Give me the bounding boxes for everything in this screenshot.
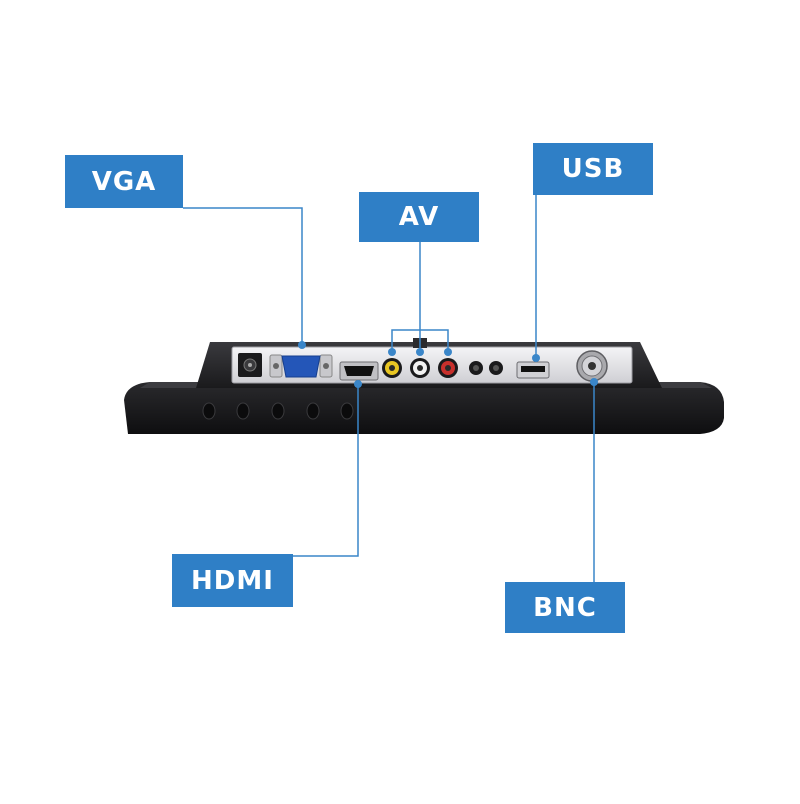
- leader-lines: [183, 195, 595, 582]
- hdmi-label: HDMI: [172, 554, 293, 607]
- vga-label: VGA: [65, 155, 183, 208]
- vga-leader: [183, 207, 303, 345]
- av-red-port: [438, 358, 458, 378]
- front-buttons: [202, 402, 354, 420]
- usb-label: USB: [533, 143, 653, 195]
- av-label: AV: [359, 192, 479, 242]
- vga-port: [269, 354, 333, 378]
- av-yellow-port: [382, 358, 402, 378]
- audio-jack-1: [469, 361, 483, 375]
- hdmi-leader: [293, 384, 359, 557]
- bnc-port: [576, 350, 608, 382]
- leader-dots: [298, 341, 598, 388]
- dc-power-port: [238, 353, 262, 377]
- audio-jack-2: [489, 361, 503, 375]
- monitor-body: [124, 382, 724, 434]
- usb-port: [516, 361, 550, 379]
- hdmi-port: [339, 361, 379, 381]
- bnc-label: BNC: [505, 582, 625, 633]
- av-white-port: [410, 358, 430, 378]
